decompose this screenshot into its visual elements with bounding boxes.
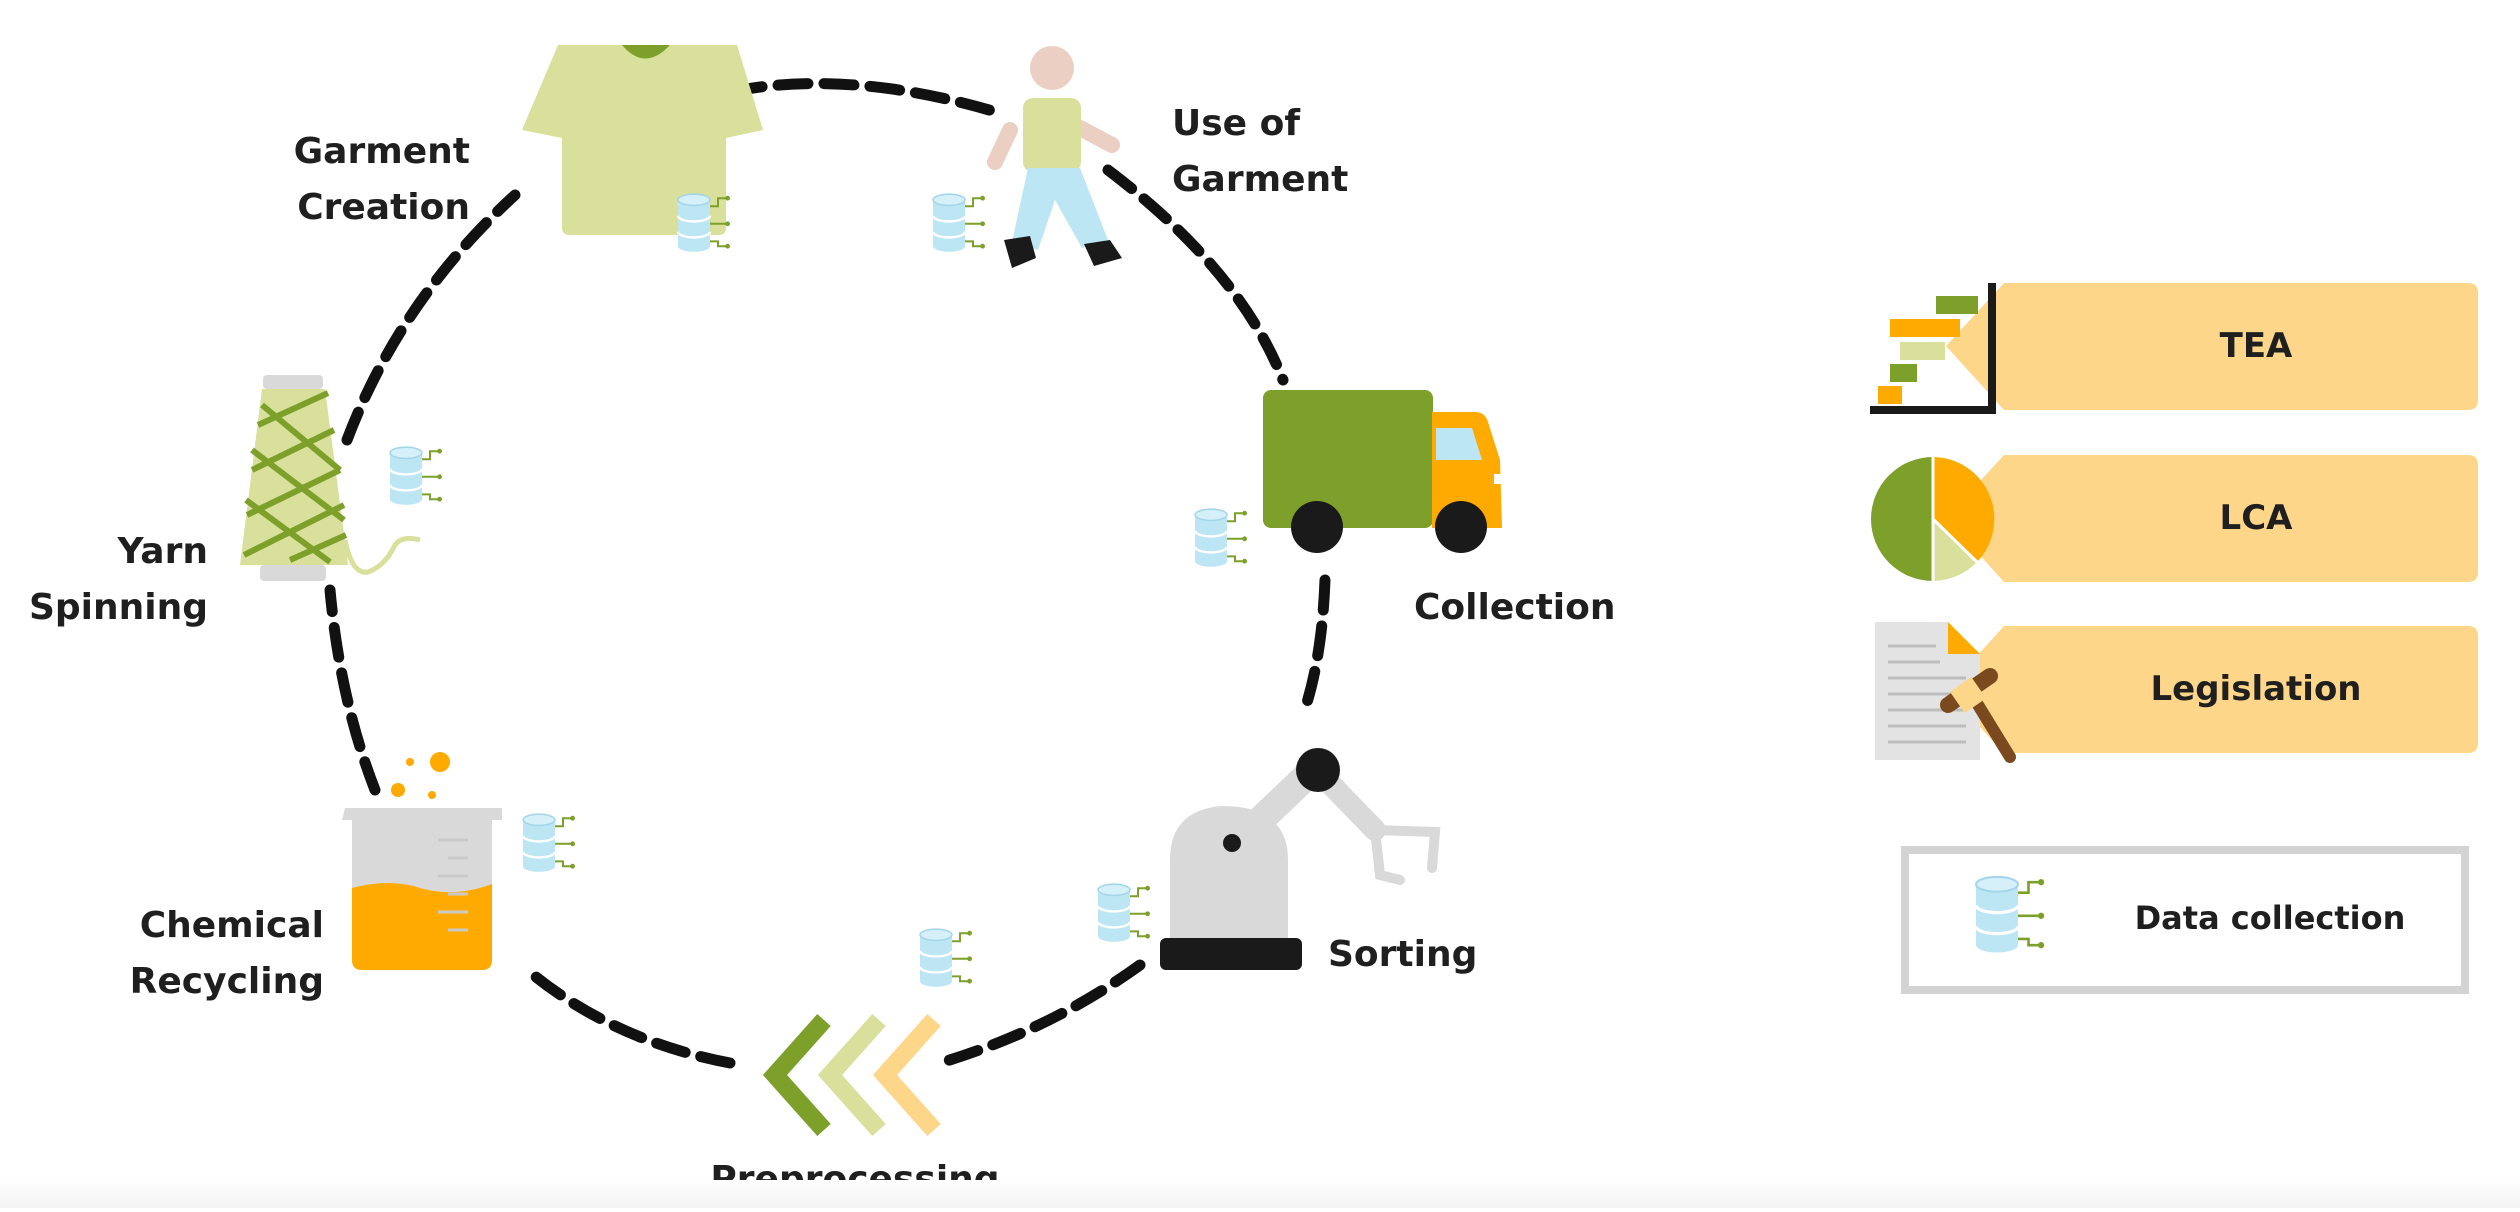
tshirt-icon — [522, 45, 763, 235]
arc-collection-to-sorting — [1297, 574, 1331, 721]
robot-arm-icon — [1160, 748, 1441, 970]
arc-recycling-to-yarn — [324, 584, 381, 796]
gantt-chart-icon — [1870, 283, 1996, 414]
legislation-banner — [1946, 626, 2478, 753]
legislation-label: Legislation — [2150, 669, 2362, 709]
database-icon — [521, 813, 577, 873]
arc-use-to-collection — [1102, 164, 1289, 386]
bottom-edge — [0, 1180, 2520, 1208]
database-icon — [918, 928, 974, 988]
truck-icon — [1263, 390, 1504, 553]
arc-yarn-to-garment — [341, 189, 521, 446]
database-icon — [1096, 883, 1152, 943]
database-icon — [1193, 508, 1249, 568]
arc-sorting-to-preprocessing — [934, 959, 1146, 1069]
label-yarn-spinning: Yarn Spinning — [28, 531, 208, 628]
database-icon — [931, 192, 987, 254]
document-gavel-icon — [1875, 622, 2016, 763]
label-sorting: Sorting — [1328, 934, 1478, 975]
lca-banner — [1946, 455, 2478, 582]
label-garment-creation: Garment Creation — [293, 131, 470, 228]
legend-label: Data collection — [2134, 899, 2406, 937]
lca-label: LCA — [2219, 498, 2293, 538]
label-collection: Collection — [1414, 587, 1616, 628]
tea-label: TEA — [2219, 326, 2293, 366]
cycle-arrows — [324, 78, 1331, 1069]
chevrons-icon — [762, 1014, 941, 1136]
walking-person-icon — [987, 46, 1122, 268]
beaker-icon — [342, 752, 502, 970]
arc-garment-to-use — [682, 78, 1002, 118]
legend-box — [1901, 846, 2469, 994]
label-use-of-garment: Use of Garment — [1172, 103, 1349, 200]
label-chemical-recycling: Chemical Recycling — [129, 905, 324, 1002]
arc-preprocessing-to-recycling — [519, 962, 736, 1069]
yarn-spool-icon — [240, 375, 421, 581]
pie-chart-icon — [1871, 457, 1995, 581]
database-icon — [388, 446, 444, 506]
tea-banner — [1946, 283, 2478, 410]
